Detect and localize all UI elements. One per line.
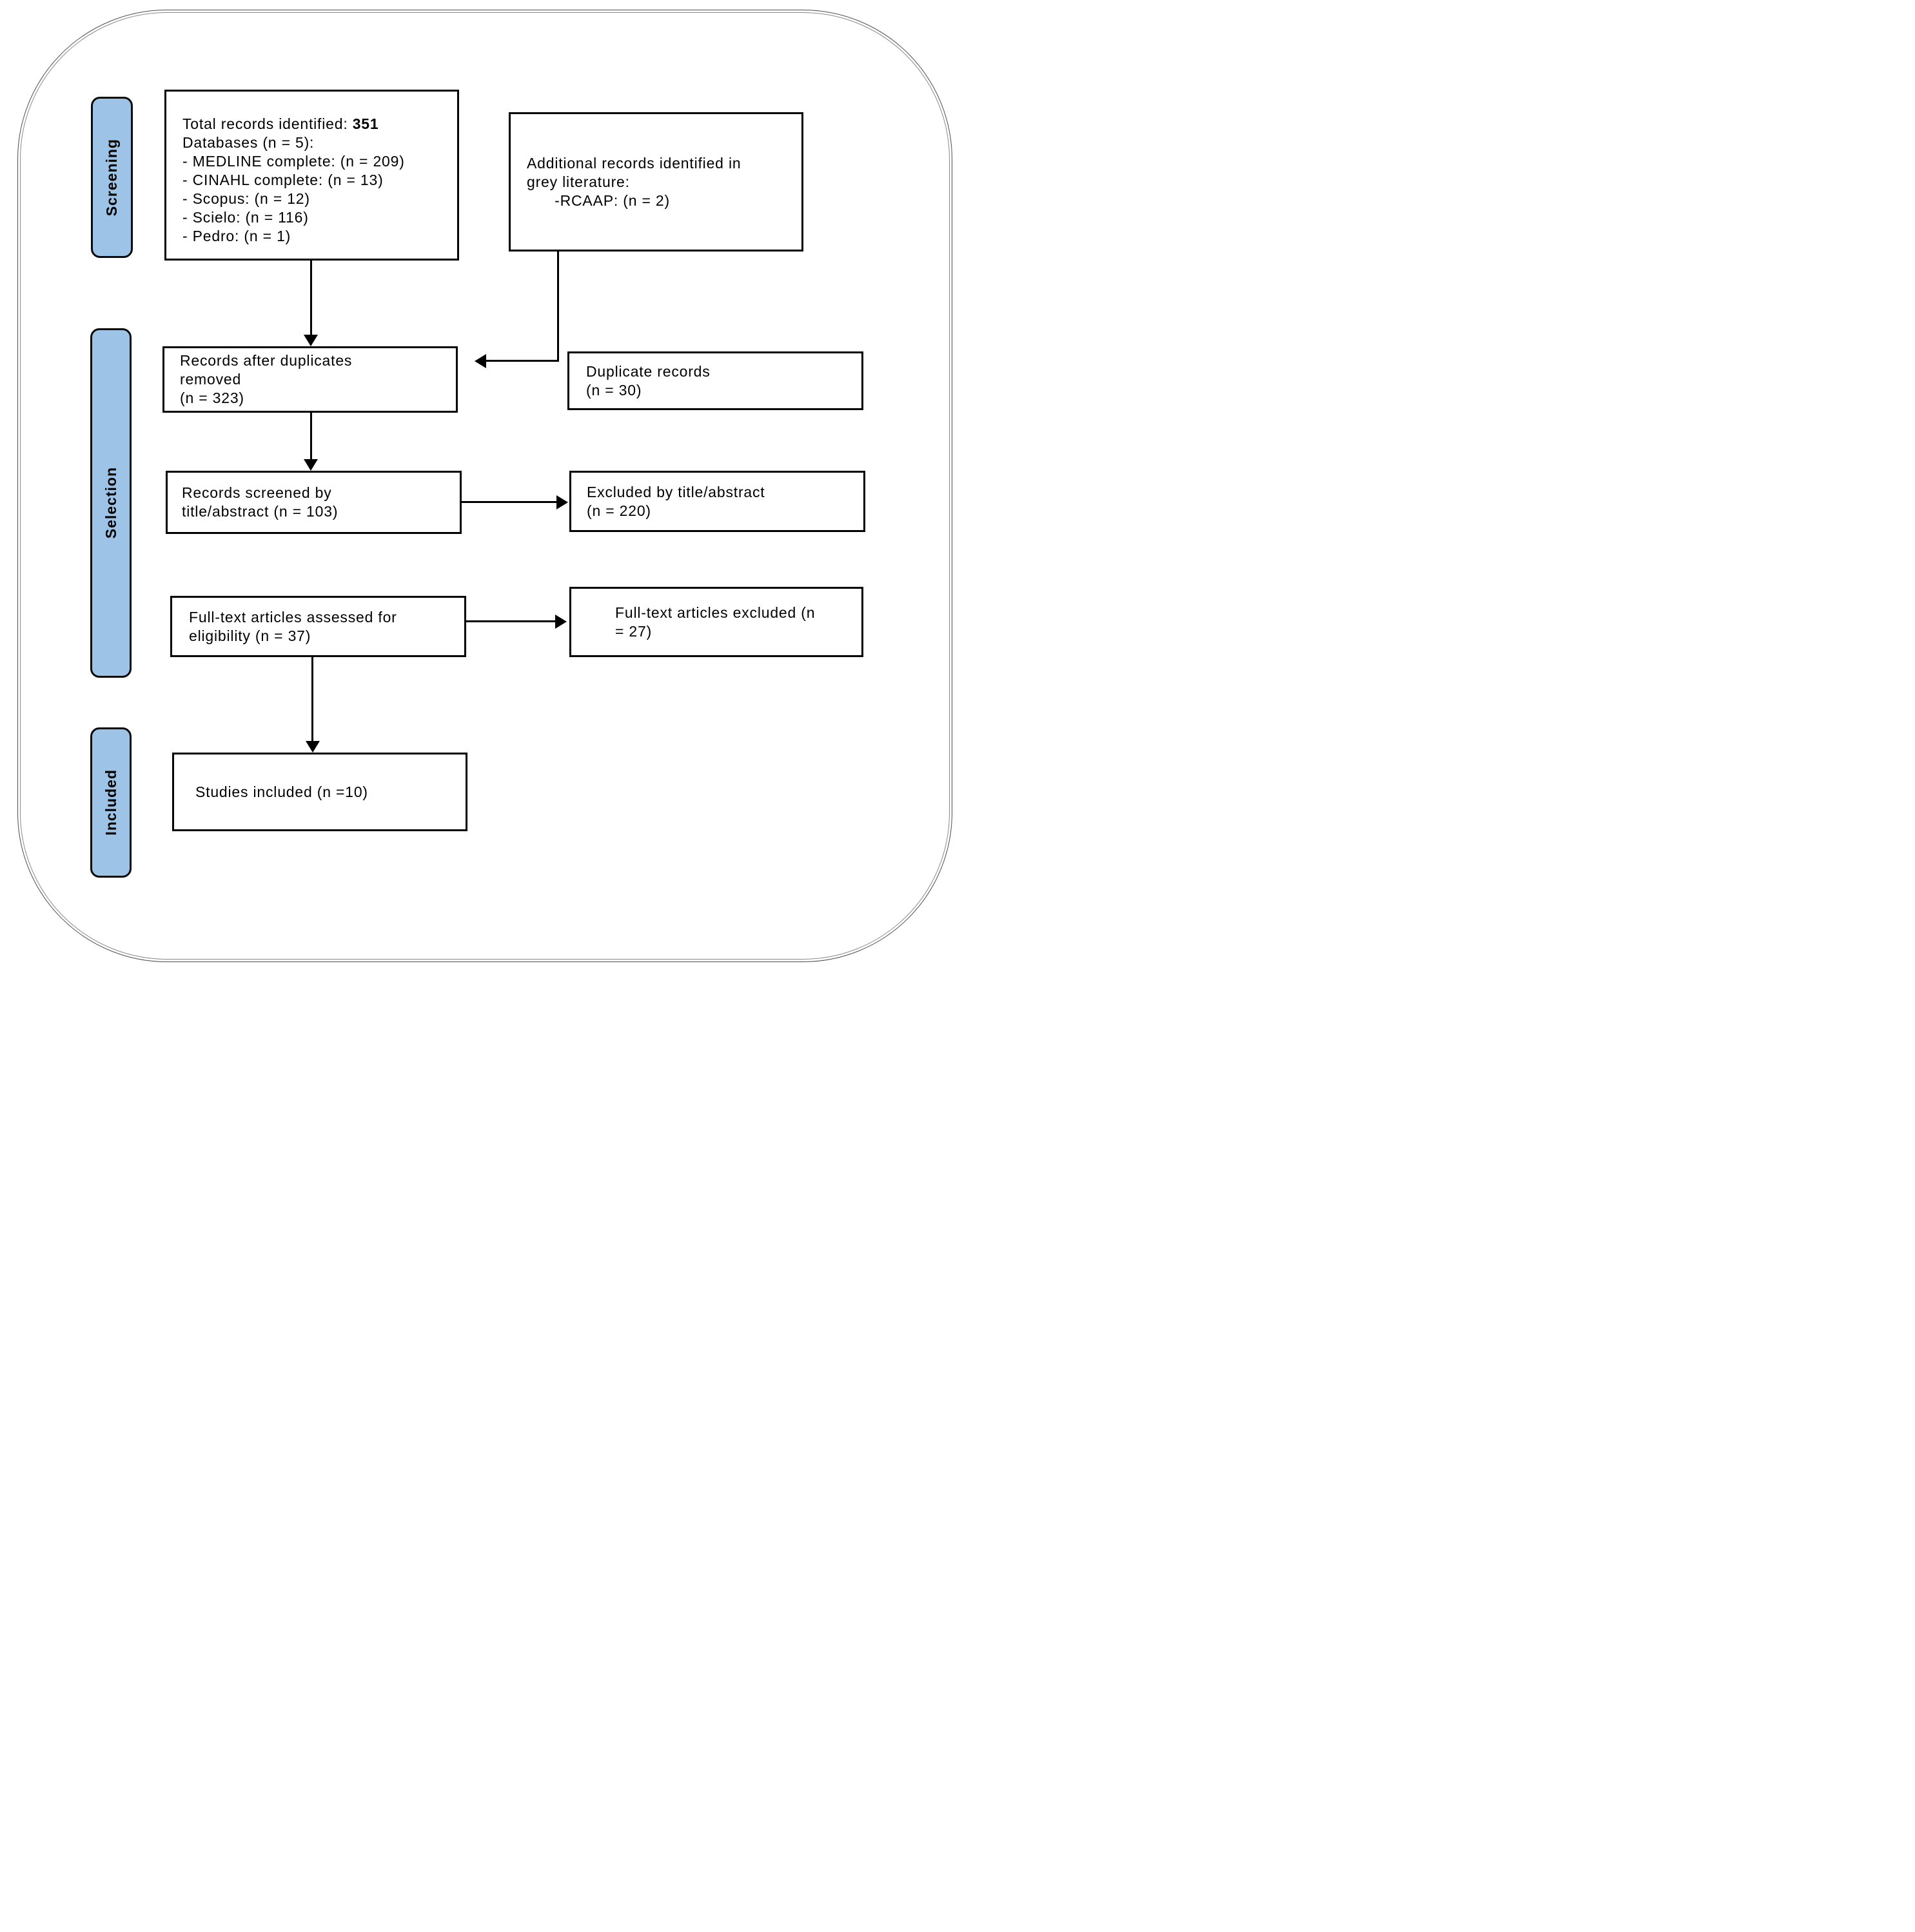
stage-label-selection: Selection	[90, 328, 132, 678]
box-fulltext-excluded: Full-text articles excluded (n = 27)	[569, 587, 863, 657]
box-fulltext-assessed: Full-text articles assessed for eligibil…	[170, 596, 466, 657]
box-grey-literature-text: Additional records identified in grey li…	[527, 154, 741, 209]
arrowhead-down-icon	[304, 459, 318, 471]
stage-label-included: Included	[90, 727, 132, 878]
connector-afterduplicates-to-screened	[310, 413, 312, 460]
arrowhead-down-icon	[304, 335, 318, 346]
connector-assessed-to-included	[311, 657, 313, 742]
stage-label-selection-text: Selection	[102, 467, 119, 539]
arrowhead-left-icon	[475, 354, 486, 368]
stage-label-screening: Screening	[91, 97, 133, 258]
box-excluded-title-abstract-text: Excluded by title/abstract (n = 220)	[587, 483, 765, 519]
box-fulltext-excluded-text: Full-text articles excluded (n = 27)	[615, 604, 816, 640]
connector-greyliterature-vertical	[557, 251, 559, 362]
prisma-flow-diagram: Screening Selection Included Total recor…	[0, 0, 958, 966]
stage-label-screening-text: Screening	[103, 138, 120, 217]
connector-greyliterature-horizontal	[486, 360, 558, 362]
total-records-count: 351	[352, 115, 379, 132]
box-duplicate-records: Duplicate records (n = 30)	[567, 351, 863, 410]
diagram-outer-frame	[17, 10, 952, 962]
box-studies-included: Studies included (n =10)	[172, 753, 467, 831]
box-excluded-title-abstract: Excluded by title/abstract (n = 220)	[569, 471, 865, 532]
arrowhead-right-icon	[555, 615, 567, 629]
connector-screened-to-excluded	[461, 501, 556, 503]
connector-total-to-afterduplicates	[310, 260, 312, 337]
box-records-after-duplicates-text: Records after duplicates removed (n = 32…	[180, 352, 353, 406]
box-records-screened-text: Records screened by title/abstract (n = …	[182, 484, 339, 520]
total-records-prefix: Total records identified:	[182, 115, 353, 132]
box-records-screened: Records screened by title/abstract (n = …	[166, 471, 462, 534]
box-studies-included-text: Studies included (n =10)	[195, 783, 368, 800]
total-records-database-list: Databases (n = 5): - MEDLINE complete: (…	[182, 133, 405, 244]
arrowhead-down-icon	[306, 741, 320, 753]
box-records-after-duplicates: Records after duplicates removed (n = 32…	[162, 346, 458, 413]
connector-assessed-to-excluded	[466, 620, 555, 622]
box-duplicate-records-text: Duplicate records (n = 30)	[586, 362, 711, 399]
diagram-outer-frame-inner-line	[20, 12, 950, 960]
arrowhead-right-icon	[556, 495, 568, 509]
box-grey-literature: Additional records identified in grey li…	[509, 112, 803, 251]
box-fulltext-assessed-text: Full-text articles assessed for eligibil…	[189, 608, 397, 644]
stage-label-included-text: Included	[102, 769, 119, 836]
